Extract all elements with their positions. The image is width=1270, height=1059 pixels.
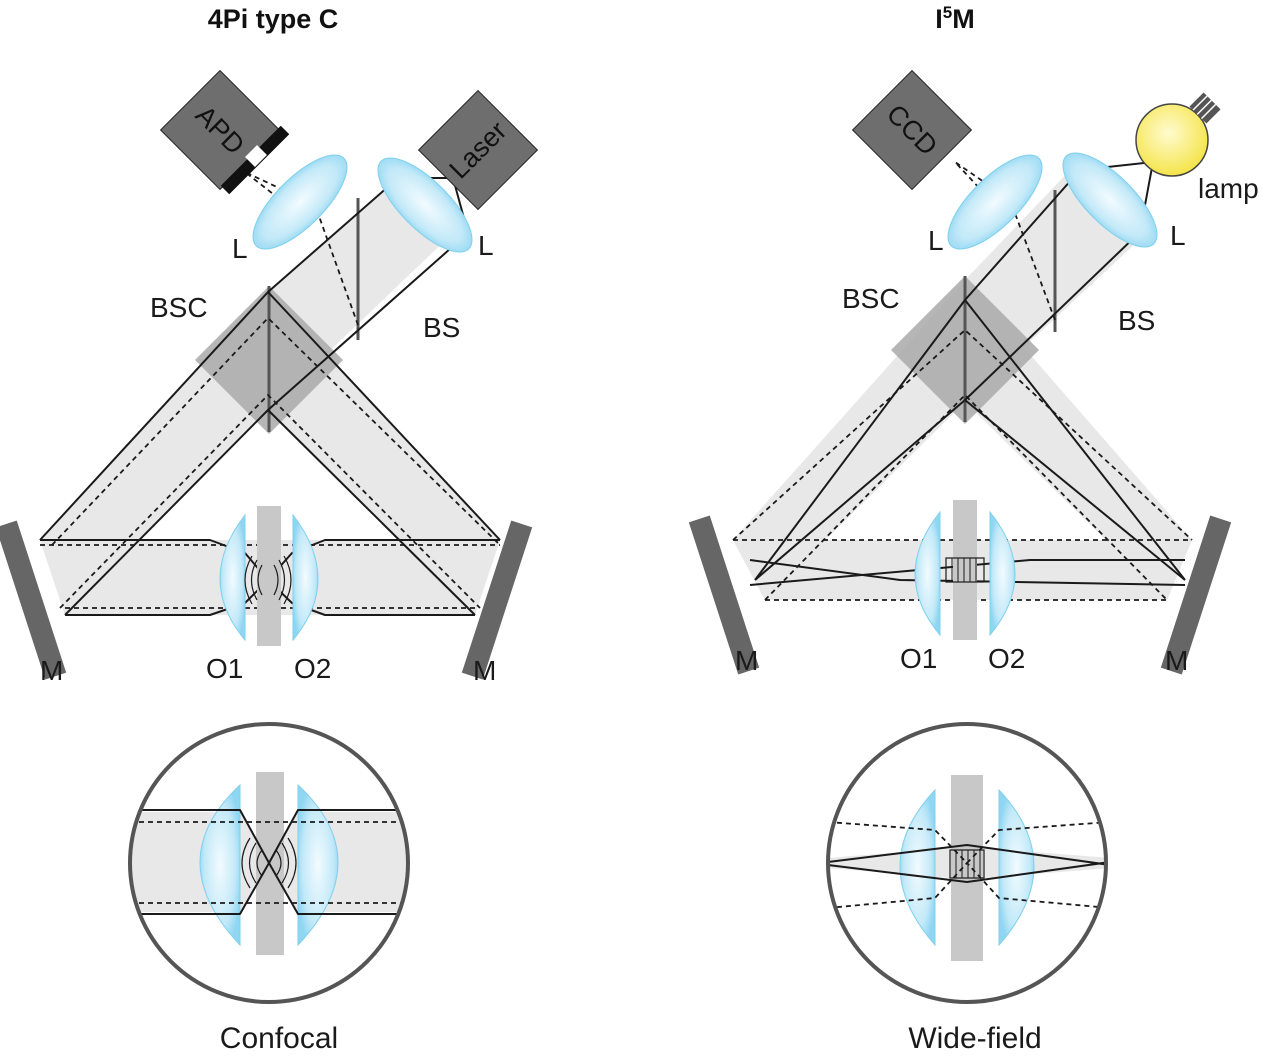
label-lens-left-i5m: L	[928, 225, 944, 256]
label-bs: BS	[423, 312, 460, 343]
label-mirror-left-i5m: M	[735, 645, 758, 676]
label-mirror-right-i5m: M	[1165, 645, 1188, 676]
apd-box: APD	[159, 69, 281, 191]
label-lens-right-i5m: L	[1170, 220, 1186, 251]
label-mirror-right: M	[473, 655, 496, 686]
panel-i5m: I5M CCD	[688, 3, 1259, 1055]
lamp-icon	[1135, 92, 1221, 177]
objective-o2-i5m	[989, 510, 1016, 637]
caption-widefield: Wide-field	[908, 1022, 1041, 1054]
mirror-right-i5m	[1160, 515, 1232, 675]
fringe-pattern	[945, 557, 985, 583]
lens-detection-i5m	[947, 154, 1043, 250]
laser-box: Laser	[417, 89, 539, 211]
ccd-box: CCD	[851, 69, 973, 191]
panel-title: 4Pi type C	[208, 4, 339, 34]
mirror-left-i5m	[688, 515, 760, 675]
panel-4pi: 4Pi type C	[0, 4, 539, 1055]
objective-o2	[292, 513, 319, 642]
lens-illumination-i5m	[1062, 152, 1158, 248]
sample-i5m	[953, 500, 977, 640]
lens-illumination	[377, 157, 473, 253]
label-o1-i5m: O1	[900, 643, 937, 674]
mirror-right	[461, 520, 533, 680]
inset-widefield	[826, 722, 1108, 1004]
panel-title-i5m: I5M	[935, 3, 974, 34]
label-bs-i5m: BS	[1118, 305, 1155, 336]
label-o2: O2	[294, 653, 331, 684]
inset-confocal	[128, 722, 410, 1004]
mirror-left	[0, 520, 67, 680]
label-bsc: BSC	[150, 292, 208, 323]
label-mirror-left: M	[40, 655, 63, 686]
label-lens-right: L	[478, 230, 494, 261]
caption-confocal: Confocal	[220, 1022, 338, 1054]
label-o2-i5m: O2	[988, 643, 1025, 674]
label-o1: O1	[206, 653, 243, 684]
label-bsc-i5m: BSC	[842, 283, 900, 314]
label-lamp: lamp	[1198, 173, 1259, 204]
label-lens-left: L	[232, 233, 248, 264]
objective-o1-i5m	[914, 510, 941, 637]
objective-o1	[219, 513, 246, 642]
pinhole-gap	[245, 145, 267, 167]
interference-waves	[244, 555, 292, 605]
sample	[257, 506, 281, 646]
lens-detection	[252, 154, 348, 250]
